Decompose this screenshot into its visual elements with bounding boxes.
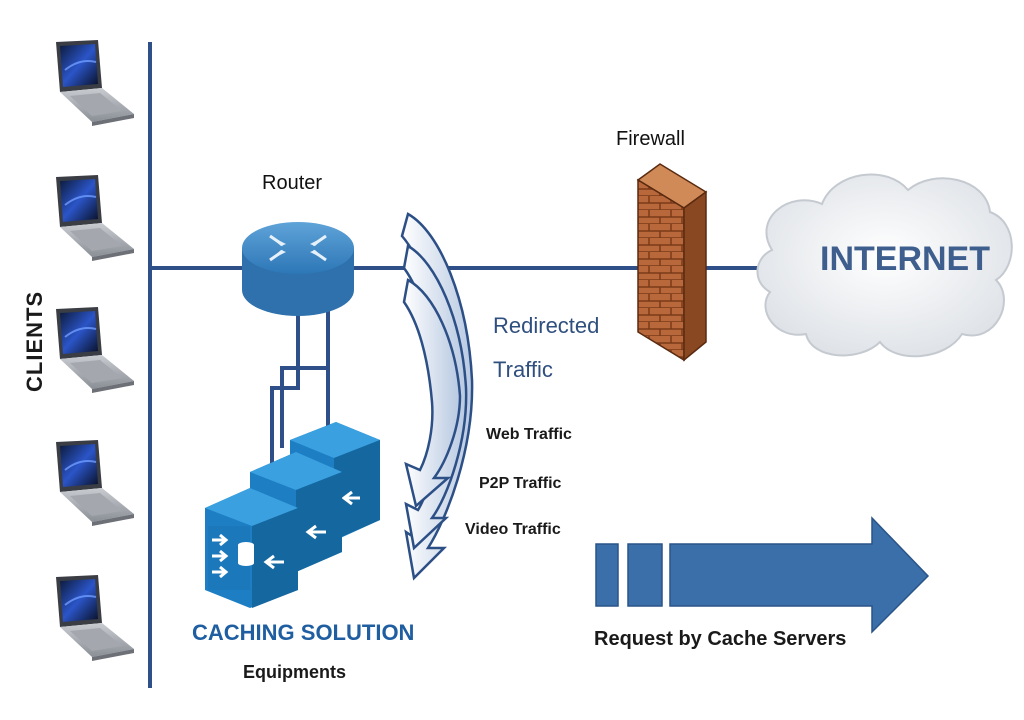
internet-label: INTERNET [820,240,990,278]
block-arrow-icon [595,516,930,634]
redirected-traffic-label-line2: Traffic [493,357,553,382]
laptop-icon [55,306,135,394]
equipments-label: Equipments [243,662,347,682]
video-traffic-label: Video Traffic [465,521,561,538]
p2p-traffic-label: P2P Traffic [479,475,562,492]
firewall-label: Firewall [616,128,685,150]
curved-arrow-icon [400,212,474,581]
cache-connection-lines [270,300,330,478]
cache-server-icon [205,488,298,608]
laptop-icon [55,39,135,127]
laptop-icon [55,439,135,527]
cloud-icon [756,173,1013,358]
router-icon [242,222,354,316]
router-label: Router [262,172,323,194]
caching-solution-label: CACHING SOLUTION [192,620,415,645]
firewall-icon [636,163,708,362]
clients-label: CLIENTS [22,290,47,392]
web-traffic-label: Web Traffic [486,426,572,443]
redirected-traffic-label-line1: Redirected [493,313,600,338]
laptop-icon [55,174,135,262]
laptop-icon [55,574,135,662]
request-by-cache-servers-label: Request by Cache Servers [594,628,847,650]
